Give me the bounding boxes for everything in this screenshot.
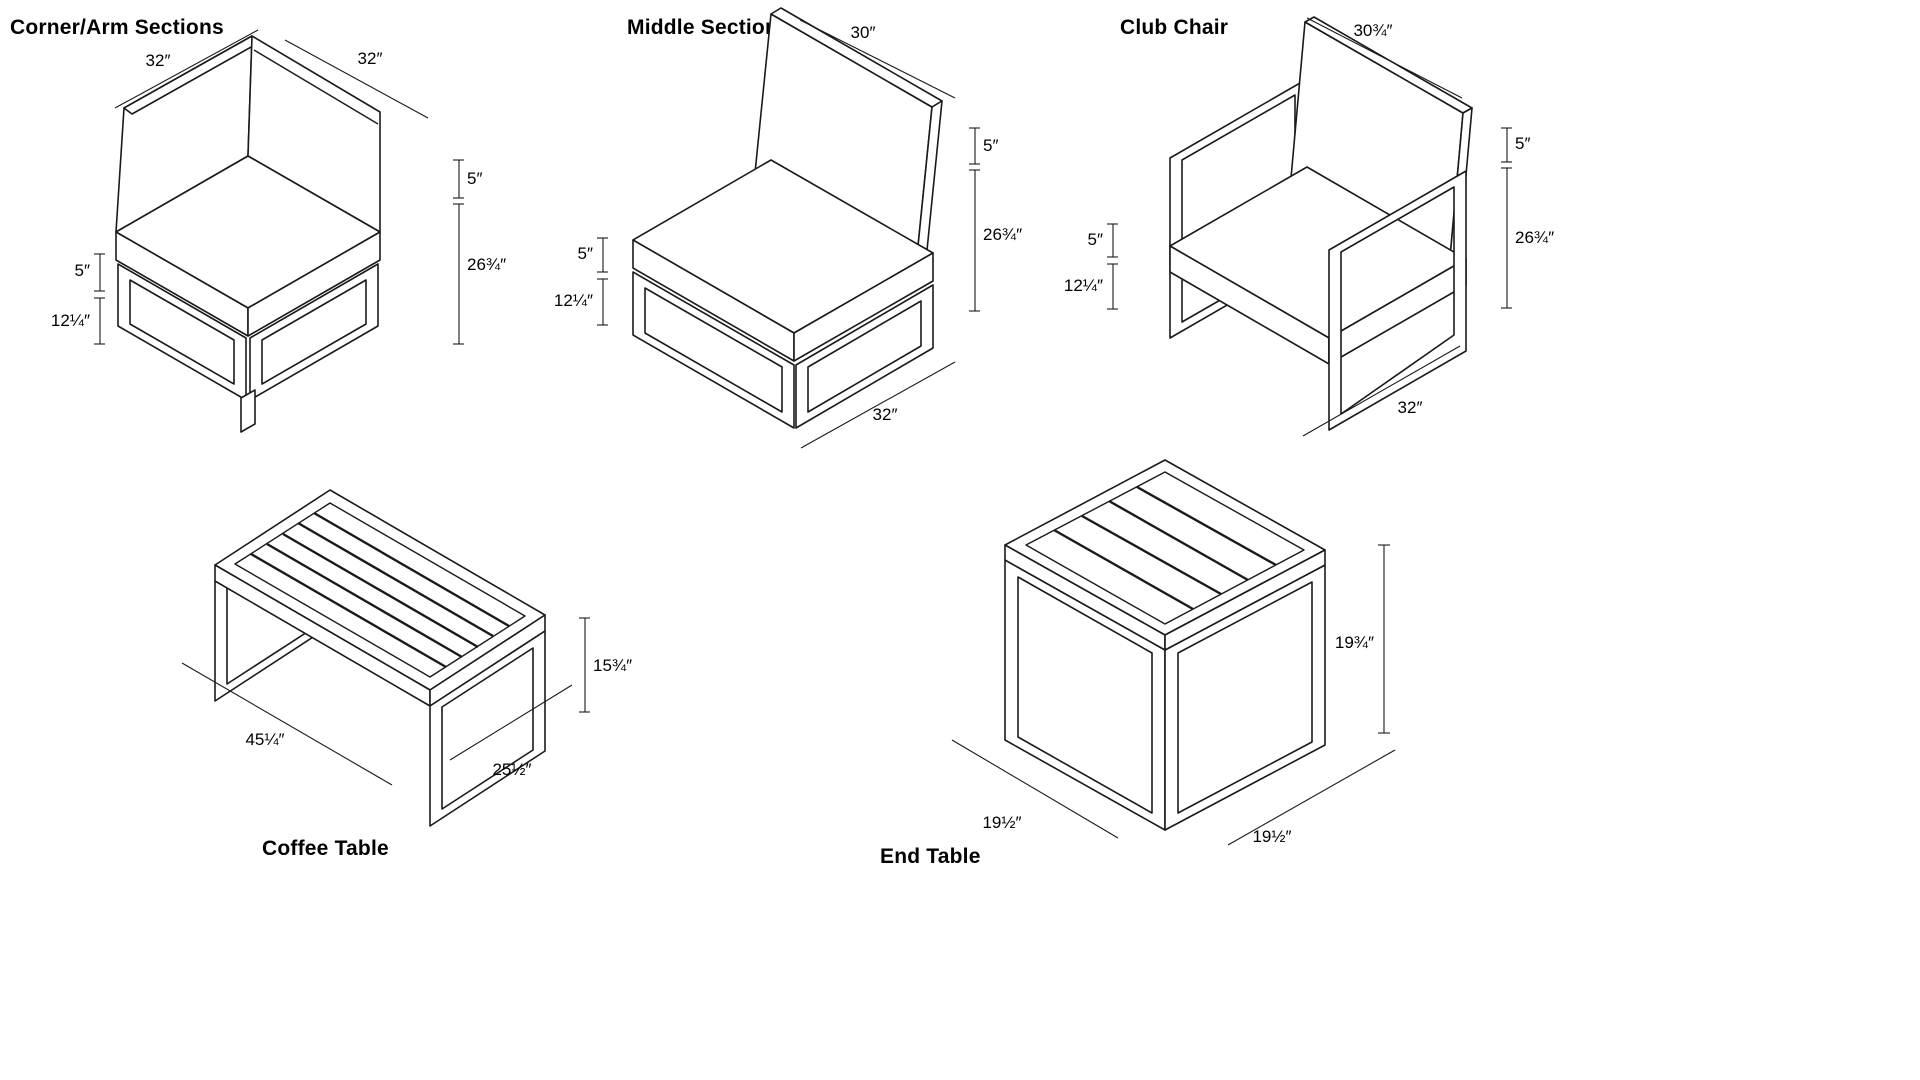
dim-cushion-right: 5″ <box>453 159 482 199</box>
dim-cushion-left-label: 5″ <box>75 261 90 280</box>
arm-right <box>1328 170 1467 431</box>
end-table-drawing: 19¾″ 19½″ 19½″ <box>951 459 1396 846</box>
panel-title: End Table <box>880 845 981 868</box>
panel-title: Middle Section <box>627 16 778 39</box>
dim-base-left: 12¼″ <box>51 297 105 345</box>
club-chair-drawing: 30¾″ 5″ 26¾″ 5″ 12¼″ 32″ <box>1064 16 1554 437</box>
leg-frame-right <box>429 630 546 827</box>
dim-height: 19¾″ <box>1335 544 1390 734</box>
dim-cushion-left: 5″ <box>578 237 608 273</box>
dim-back-left: 32″ <box>114 29 259 109</box>
panel-title: Club Chair <box>1120 16 1229 39</box>
middle-section-drawing: 30″ 5″ 26¾″ 5″ 12¼″ 32″ <box>554 7 1022 449</box>
dim-back-right: 32″ <box>284 39 429 119</box>
panel-club-chair: Club Chair 30¾″ 5″ <box>1064 8 1575 473</box>
dim-back-left-label: 32″ <box>146 51 171 70</box>
dim-width-right: 19½″ <box>1227 749 1396 846</box>
dim-depth-left: 19½″ <box>951 739 1119 839</box>
dim-base-left: 12¼″ <box>554 278 608 326</box>
dim-cushion-right: 5″ <box>1501 127 1530 163</box>
seat-cushion <box>115 155 381 337</box>
dim-height-right: 26¾″ <box>1501 167 1554 309</box>
dim-cushion-left-label: 5″ <box>578 244 593 263</box>
dim-depth-label: 25½″ <box>492 760 531 779</box>
dim-cushion-left: 5″ <box>75 253 105 292</box>
dim-length: 45¼″ <box>181 662 393 786</box>
dim-cushion-left: 5″ <box>1088 223 1118 258</box>
dim-depth-left-label: 19½″ <box>982 813 1021 832</box>
seat-cushion <box>632 159 934 362</box>
dim-back-right-label: 32″ <box>358 49 383 68</box>
corner-arm-drawing: 32″ 32″ 5″ 26¾″ 5″ 12¼″ <box>51 29 506 433</box>
table-top <box>1004 459 1326 651</box>
dim-base-left: 12¼″ <box>1064 263 1118 310</box>
dim-seat-width-label: 32″ <box>873 405 898 424</box>
dim-height-right-label: 26¾″ <box>467 255 506 274</box>
seat-cushion <box>1169 166 1467 365</box>
dim-cushion-right-label: 5″ <box>467 169 482 188</box>
dim-height-label: 19¾″ <box>1335 633 1374 652</box>
dim-height-right-label: 26¾″ <box>983 225 1022 244</box>
dim-seat-width: 32″ <box>800 361 956 449</box>
dim-height-right-label: 26¾″ <box>1515 228 1554 247</box>
dim-depth: 25½″ <box>449 684 573 779</box>
dim-back-width-label: 30″ <box>851 23 876 42</box>
dim-length-label: 45¼″ <box>245 730 284 749</box>
dim-base-left-label: 12¼″ <box>51 311 90 330</box>
dim-seat-width-label: 32″ <box>1398 398 1423 417</box>
dim-seat-width: 32″ <box>1302 345 1461 437</box>
dim-back-width: 30″ <box>799 19 956 99</box>
dim-cushion-right-label: 5″ <box>1515 134 1530 153</box>
dim-height-label: 15¾″ <box>593 656 632 675</box>
panel-corner-arm-section: Corner/Arm Sections 32″ 32″ <box>8 8 523 468</box>
dim-back-width-label: 30¾″ <box>1353 21 1392 40</box>
coffee-table-drawing: 45¼″ 25½″ 15¾″ <box>181 489 632 827</box>
front-leg <box>240 389 256 433</box>
dim-cushion-right-label: 5″ <box>983 136 998 155</box>
base-frame <box>117 263 379 433</box>
base-frame <box>632 271 934 429</box>
panel-title: Coffee Table <box>262 837 389 860</box>
dim-height-right: 26¾″ <box>969 169 1022 312</box>
dim-base-left-label: 12¼″ <box>554 291 593 310</box>
table-top <box>214 489 546 707</box>
panel-coffee-table: 45¼″ 25½″ 15¾″ Coffee Table <box>140 455 680 885</box>
dim-height: 15¾″ <box>579 617 632 713</box>
dim-height-right: 26¾″ <box>453 203 506 345</box>
dim-width-right-label: 19½″ <box>1252 827 1291 846</box>
dim-cushion-right: 5″ <box>969 127 998 165</box>
dim-cushion-left-label: 5″ <box>1088 230 1103 249</box>
panel-middle-section: Middle Section 30″ 5″ <box>554 7 1045 483</box>
panel-title: Corner/Arm Sections <box>10 16 224 39</box>
dim-base-left-label: 12¼″ <box>1064 276 1103 295</box>
dim-back-width: 30¾″ <box>1306 17 1463 99</box>
panel-end-table: 19¾″ 19½″ 19½″ End Table <box>860 450 1480 895</box>
